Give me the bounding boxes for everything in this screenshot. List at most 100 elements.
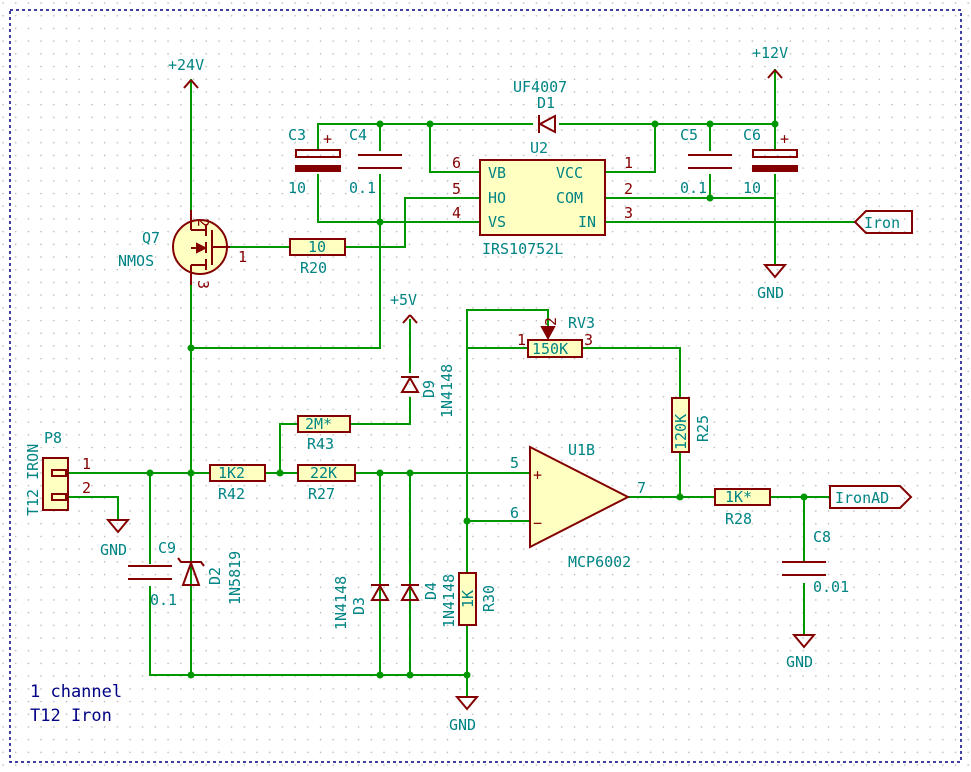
c9-value: 0.1 — [150, 591, 177, 609]
p8-pin2: 2 — [82, 479, 91, 497]
c5-ref: C5 — [680, 126, 698, 144]
c6-capacitor: + C6 10 — [743, 126, 798, 197]
r20-value: 10 — [308, 238, 326, 256]
d3-diode: D3 1N4148 — [332, 576, 390, 630]
r25-ref: R25 — [694, 415, 712, 442]
r43-ref: R43 — [307, 435, 334, 453]
rv3-value: 150K — [532, 340, 568, 358]
u2-pin-vb: VB — [488, 164, 506, 182]
rv3-potentiometer: 150K RV3 1 3 2 — [517, 314, 595, 358]
d2-value: 1N5819 — [226, 551, 244, 605]
c5-capacitor: C5 0.1 — [680, 126, 732, 197]
rv3-pin1: 1 — [517, 331, 526, 349]
iron-label-text: Iron — [864, 214, 900, 232]
power-12v-label: +12V — [752, 44, 788, 62]
d4-diode: D4 1N4148 — [400, 574, 458, 628]
d1-value: UF4007 — [513, 78, 567, 96]
power-12v: +12V — [752, 44, 788, 79]
r30-ref: R30 — [480, 585, 498, 612]
u2-pin-com: COM — [556, 189, 583, 207]
u2-pin-in: IN — [578, 213, 596, 231]
sheet-notes: 1 channel T12 Iron — [30, 682, 122, 726]
sheet-border — [9, 9, 962, 763]
r25-value: 120K — [672, 414, 690, 450]
r30-value: 1K — [459, 590, 477, 608]
d2-schottky-diode: D2 1N5819 — [177, 551, 244, 605]
d3-ref: D3 — [350, 597, 368, 615]
p8-connector: P8 T12 IRON 1 2 — [24, 429, 91, 516]
note-line-1: 1 channel — [30, 682, 122, 702]
u2-pin-vcc: VCC — [556, 164, 583, 182]
d9-diode: D9 1N4148 — [400, 364, 456, 418]
r28-ref: R28 — [725, 510, 752, 528]
u2-value: IRS10752L — [482, 240, 563, 258]
u2-pin-num-5: 5 — [452, 180, 461, 198]
rv3-pin2: 2 — [542, 317, 560, 326]
d4-value: 1N4148 — [440, 574, 458, 628]
c3-capacitor: + C3 10 — [288, 126, 341, 197]
power-5v-label: +5V — [390, 291, 417, 309]
gnd-label-u2: GND — [757, 284, 784, 302]
r27-resistor: 22K R27 — [297, 464, 356, 503]
q7-nmos: Q7 NMOS 1 2 3 — [118, 210, 247, 289]
wires — [67, 69, 856, 696]
u1b-minus: − — [533, 514, 542, 532]
note-line-2: T12 Iron — [30, 706, 112, 726]
u1b-value: MCP6002 — [568, 553, 631, 571]
c6-value: 10 — [743, 179, 761, 197]
q7-pin1: 1 — [238, 248, 247, 266]
u1b-plus: + — [533, 466, 542, 484]
d9-value: 1N4148 — [438, 364, 456, 418]
ironad-net-label: IronAD — [829, 485, 913, 509]
c3-plus: + — [323, 130, 332, 148]
gnd-symbol-p8: GND — [100, 519, 131, 559]
r30-resistor: 1K R30 — [458, 572, 498, 626]
gnd-label-p8: GND — [100, 541, 127, 559]
u2-pin-num-2: 2 — [624, 180, 633, 198]
c4-ref: C4 — [349, 126, 367, 144]
q7-pin3: 3 — [194, 280, 212, 289]
u2-ref: U2 — [530, 139, 548, 157]
r42-resistor: 1K2 R42 — [209, 464, 266, 503]
u1b-pin7: 7 — [637, 479, 646, 497]
c9-ref: C9 — [158, 539, 176, 557]
u1b-opamp: + − 5 6 7 U1B MCP6002 — [510, 441, 646, 571]
q7-value: NMOS — [118, 252, 154, 270]
power-5v: +5V — [390, 291, 418, 324]
q7-pin2: 2 — [194, 218, 212, 227]
u1b-pin5: 5 — [510, 454, 519, 472]
c8-capacitor: C8 0.01 — [782, 528, 849, 596]
r42-value: 1K2 — [218, 464, 245, 482]
iron-net-label: Iron — [853, 210, 913, 234]
c6-ref: C6 — [743, 126, 761, 144]
power-24v-label: +24V — [168, 56, 204, 74]
r43-value: 2M* — [305, 415, 332, 433]
u2-pin-num-1: 1 — [624, 154, 633, 172]
r20-resistor: 10 R20 — [289, 238, 346, 277]
r27-ref: R27 — [308, 485, 335, 503]
r27-value: 22K — [310, 464, 337, 482]
power-24v: +24V — [168, 56, 204, 89]
r28-value: 1K* — [725, 488, 752, 506]
rv3-pin3: 3 — [584, 331, 593, 349]
junctions — [146, 120, 808, 679]
q7-ref: Q7 — [142, 229, 160, 247]
r20-ref: R20 — [300, 259, 327, 277]
r42-ref: R42 — [218, 485, 245, 503]
p8-ref: P8 — [44, 429, 62, 447]
ironad-label-text: IronAD — [835, 489, 889, 507]
d1-diode: UF4007 D1 — [513, 78, 567, 134]
u2-pin-num-6: 6 — [452, 154, 461, 172]
c8-value: 0.01 — [813, 578, 849, 596]
gnd-symbol-u2: GND — [757, 264, 788, 302]
u2-driver-ic: VB HO VS VCC COM IN 6 5 4 1 2 3 U2 IRS10… — [452, 139, 633, 258]
c3-ref: C3 — [288, 126, 306, 144]
c4-value: 0.1 — [349, 179, 376, 197]
rv3-ref: RV3 — [568, 314, 595, 332]
c3-value: 10 — [288, 179, 306, 197]
c6-plus: + — [780, 130, 789, 148]
d3-value: 1N4148 — [332, 576, 350, 630]
d4-ref: D4 — [422, 582, 440, 600]
d1-ref: D1 — [537, 94, 555, 112]
